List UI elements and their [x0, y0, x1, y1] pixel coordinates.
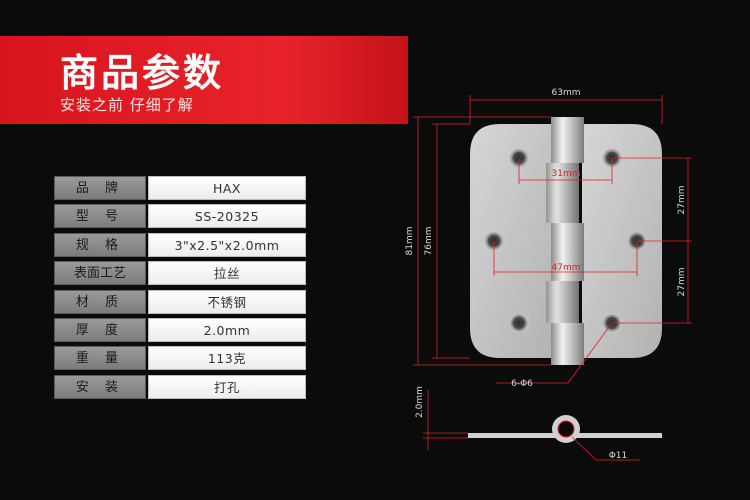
- dimension-height-total: [413, 116, 551, 366]
- dimension-hole-span-mid: [493, 241, 638, 276]
- header-banner: 商品参数 安装之前 仔细了解: [0, 36, 408, 124]
- holes-note-label: 6-Φ6: [511, 379, 533, 389]
- spec-label: 材 质: [54, 289, 146, 314]
- hinge-knuckle-lower: [546, 281, 579, 323]
- spec-value: 113克: [148, 346, 306, 371]
- spec-row-install: 安 装 打孔: [54, 374, 306, 399]
- hinge-right-plate: [582, 124, 662, 358]
- spec-row-material: 材 质 不锈钢: [54, 289, 306, 314]
- spec-value: SS-20325: [148, 204, 306, 229]
- spec-value: 拉丝: [148, 261, 306, 286]
- dimension-thickness: [423, 390, 468, 450]
- dimension-width: [469, 95, 663, 124]
- holes-leader: [496, 322, 613, 384]
- spec-label: 重 量: [54, 346, 146, 371]
- spec-row-weight: 重 量 113克: [54, 346, 306, 371]
- spec-value: 不锈钢: [148, 289, 306, 314]
- spec-row-finish: 表面工艺 拉丝: [54, 261, 306, 286]
- spec-label: 型 号: [54, 204, 146, 229]
- spec-label: 表面工艺: [54, 261, 146, 286]
- side-view-pin: [557, 420, 575, 438]
- dim-pitch-upper-label: 27mm: [677, 186, 687, 215]
- spec-label: 安 装: [54, 374, 146, 399]
- dim-thickness-label: 2.0mm: [415, 386, 425, 418]
- screw-hole: [509, 313, 529, 333]
- spec-row-model: 型 号 SS-20325: [54, 204, 306, 229]
- dim-pitch-lower-label: 27mm: [677, 268, 687, 297]
- spec-value: HAX: [148, 176, 306, 200]
- banner-subtitle: 安装之前 仔细了解: [60, 96, 194, 114]
- spec-value: 2.0mm: [148, 317, 306, 342]
- hinge-knuckle-mid: [551, 223, 584, 281]
- hinge-left-plate: [470, 124, 556, 358]
- dim-height-body-label: 76mm: [424, 227, 434, 256]
- hinge-knuckle-bottom: [551, 323, 584, 365]
- knuckle-leader: [571, 436, 640, 461]
- spec-value: 打孔: [148, 374, 306, 399]
- spec-row-size: 规 格 3"x2.5"x2.0mm: [54, 232, 306, 257]
- hinge-knuckle-upper: [546, 163, 579, 223]
- spec-row-thickness: 厚 度 2.0mm: [54, 317, 306, 342]
- dim-height-total-label: 81mm: [405, 227, 415, 256]
- side-view-leaf-right: [576, 433, 662, 438]
- dim-width-label: 63mm: [552, 88, 581, 98]
- dim-hole-span-mid-label: 47mm: [552, 263, 581, 273]
- dimension-pitch: [612, 157, 692, 324]
- hinge-knuckle-top: [551, 117, 584, 163]
- spec-label: 规 格: [54, 232, 146, 257]
- dimension-hole-span-top: [518, 158, 613, 184]
- spec-row-brand: 品 牌 HAX: [54, 176, 306, 200]
- knuckle-label: Φ11: [609, 451, 628, 461]
- dimension-height-body: [432, 123, 470, 359]
- spec-label: 品 牌: [54, 176, 146, 200]
- banner-title: 商品参数: [60, 51, 225, 95]
- side-view-leaf-left: [468, 433, 556, 438]
- spec-table: 品 牌 HAX 型 号 SS-20325 规 格 3"x2.5"x2.0mm 表…: [54, 176, 306, 403]
- spec-label: 厚 度: [54, 317, 146, 342]
- spec-value: 3"x2.5"x2.0mm: [148, 232, 306, 257]
- dim-hole-span-top-label: 31mm: [552, 169, 581, 179]
